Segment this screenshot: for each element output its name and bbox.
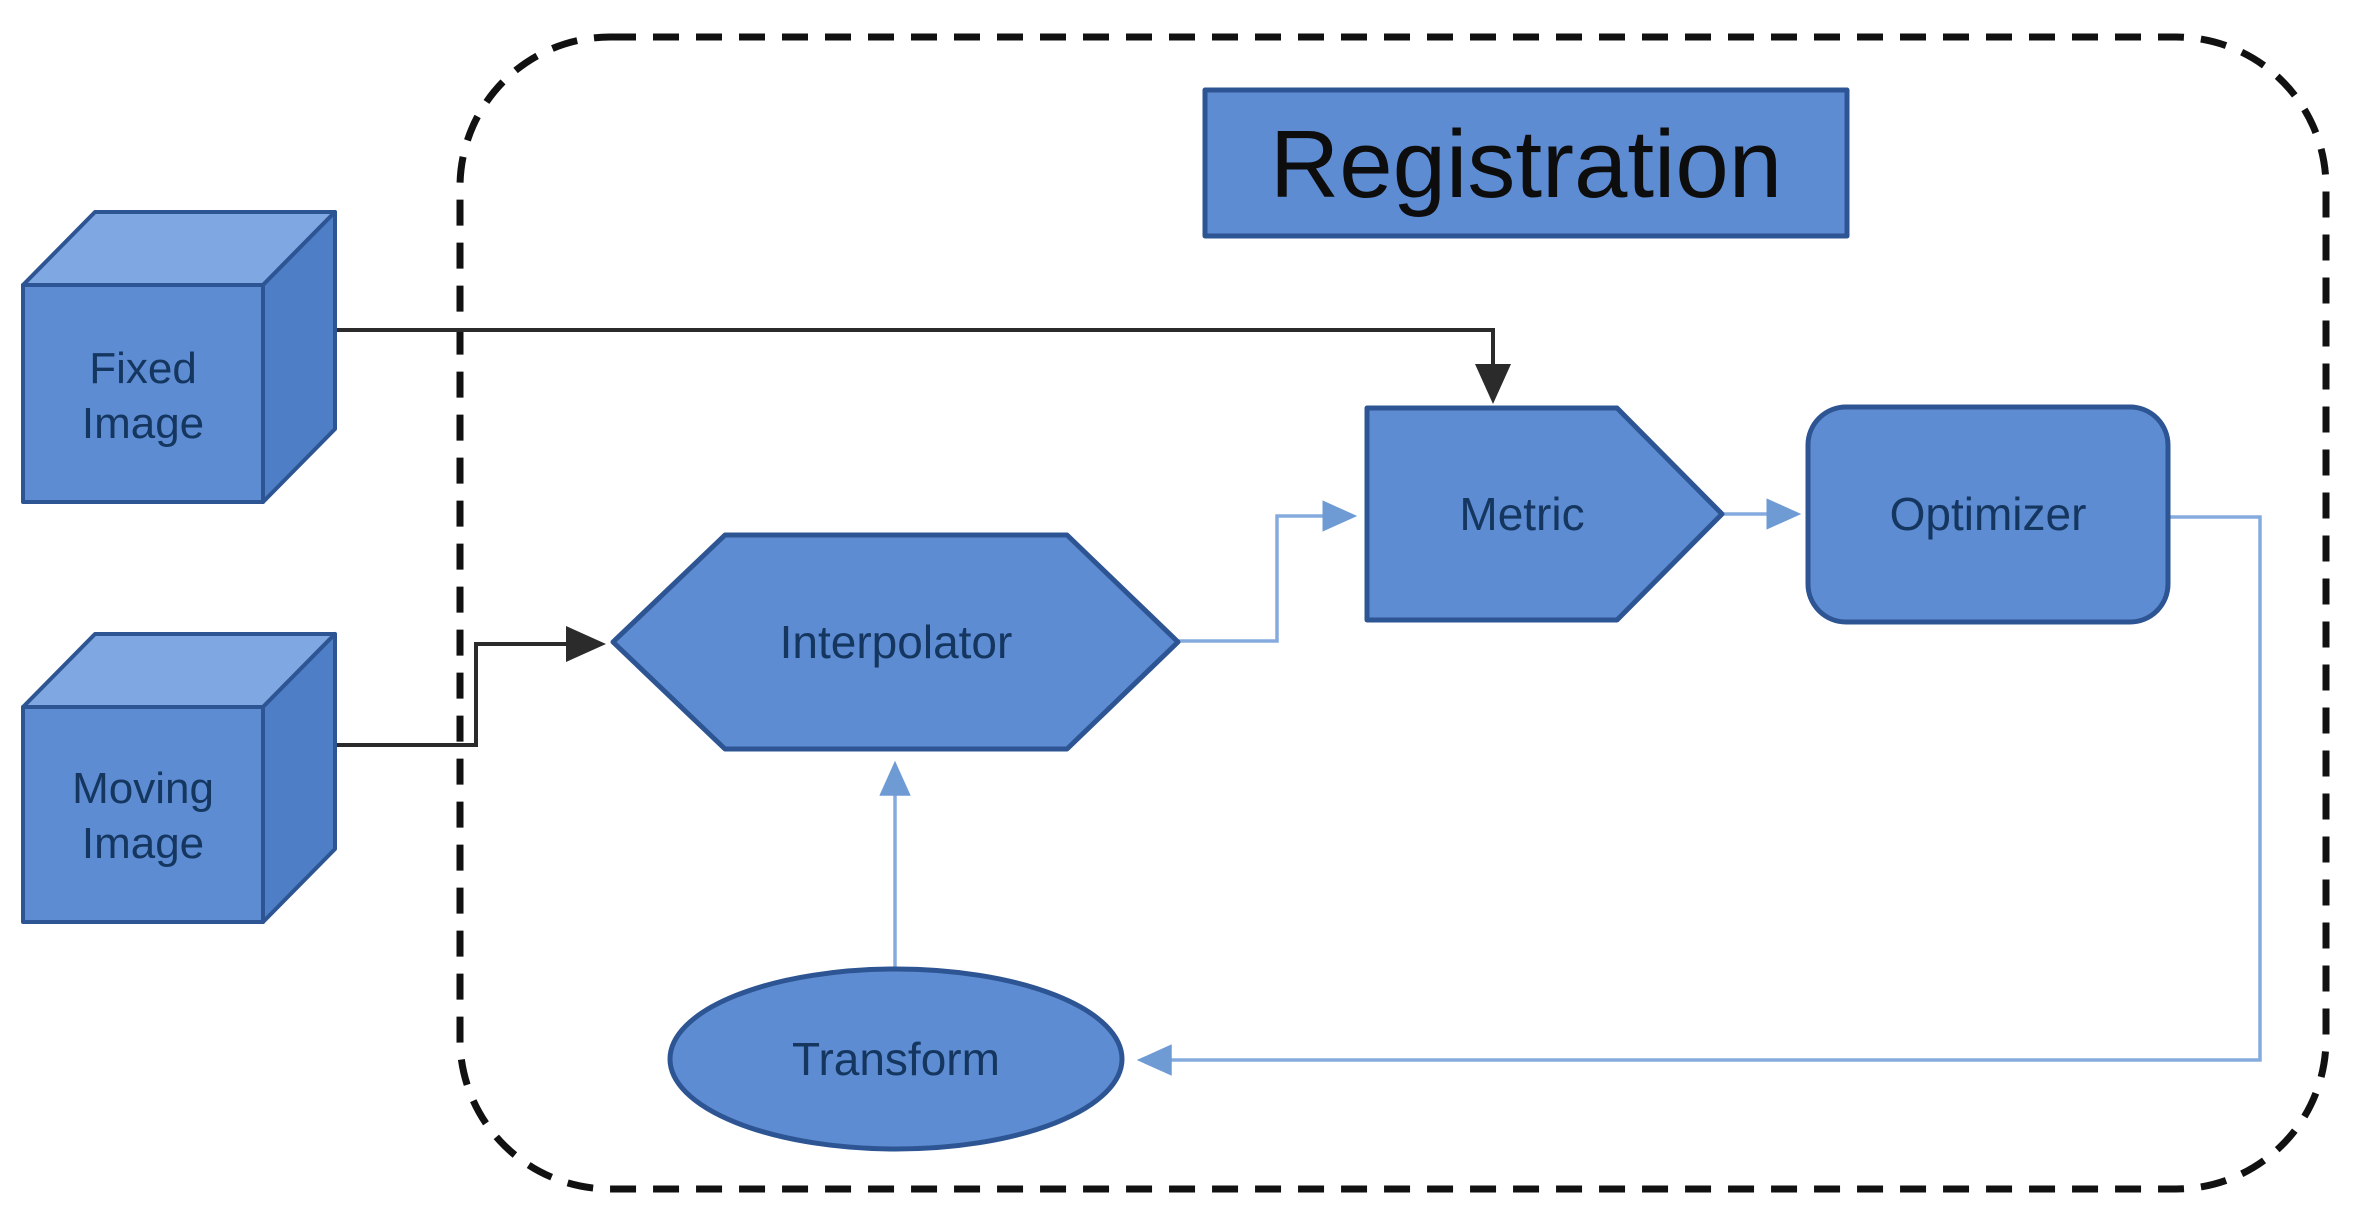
moving-image-node: Moving Image	[21, 632, 337, 924]
fixed-image-cube-front-face	[21, 283, 265, 504]
transform-ellipse	[667, 966, 1125, 1152]
optimizer-to-transform-arrow	[1136, 515, 2262, 1076]
transform-node: Transform	[667, 966, 1125, 1152]
metric-node: Metric	[1364, 405, 1725, 623]
optimizer-label: Optimizer	[1890, 488, 2087, 540]
registration-title-box	[1202, 87, 1850, 239]
metric-pentagon	[1364, 405, 1725, 623]
transform-label: Transform	[792, 1033, 1000, 1085]
optimizer-node: Optimizer	[1805, 404, 2171, 625]
moving-image-to-interpolator-arrow	[337, 626, 606, 747]
interpolator-label: Interpolator	[780, 616, 1013, 668]
metric-label: Metric	[1459, 488, 1584, 540]
registration-title-label: Registration	[1270, 111, 1782, 218]
moving-image-label-line1: Moving	[72, 764, 214, 813]
moving-image-label-line2: Image	[82, 819, 204, 868]
registration-title-node: Registration	[1202, 87, 1850, 239]
moving-image-cube-front-face	[21, 705, 265, 924]
fixed-image-label-line1: Fixed	[89, 344, 197, 393]
fixed-image-label-line2: Image	[82, 399, 204, 448]
registration-boundary-dashed-frame	[456, 33, 2330, 1193]
optimizer-box	[1805, 404, 2171, 625]
interpolator-hexagon	[610, 532, 1181, 752]
fixed-image-to-metric-arrow	[337, 328, 1511, 404]
interpolator-to-metric-arrow	[1178, 500, 1358, 643]
interpolator-node: Interpolator	[610, 532, 1181, 752]
fixed-image-node: Fixed Image	[21, 210, 337, 504]
